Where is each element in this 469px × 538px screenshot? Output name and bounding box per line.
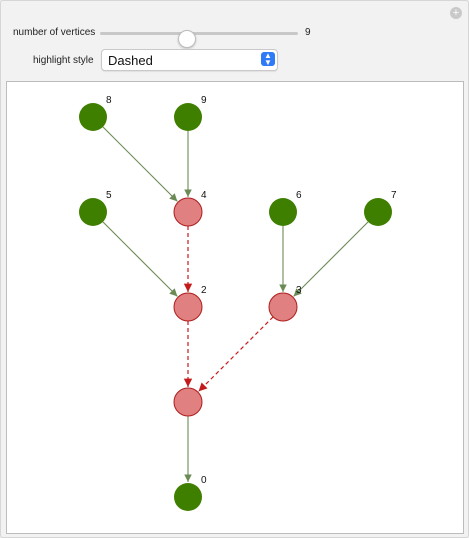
vertices-slider[interactable]	[100, 30, 298, 48]
edge-3-1	[198, 316, 274, 392]
edge-5-2	[102, 221, 178, 297]
graph-canvas: 0 2 3 4 5 6 7 8 9	[6, 81, 464, 534]
node-label-5: 5	[106, 190, 112, 201]
chevron-updown-icon: ▲▼	[261, 52, 275, 67]
graph-node-9	[174, 103, 202, 131]
node-label-7: 7	[391, 190, 397, 201]
plus-icon[interactable]: +	[450, 7, 462, 19]
graph-node-8	[79, 103, 107, 131]
edge-8-4	[102, 126, 178, 202]
node-label-0: 0	[201, 475, 207, 486]
style-label: highlight style	[33, 55, 94, 66]
graph-node-4	[173, 197, 203, 227]
vertices-value: 9	[305, 27, 311, 38]
nodes-layer: 0 2 3 4 5 6 7 8 9	[79, 95, 397, 511]
node-label-4: 4	[201, 190, 207, 201]
node-label-8: 8	[106, 95, 112, 106]
graph-svg: 0 2 3 4 5 6 7 8 9	[79, 95, 397, 511]
vertices-control: number of vertices 9	[13, 27, 453, 48]
node-label-3: 3	[296, 285, 302, 296]
style-control: highlight style Dashed ▲▼	[33, 49, 453, 71]
graph-node-7	[364, 198, 392, 226]
node-label-9: 9	[201, 95, 207, 106]
node-label-6: 6	[296, 190, 302, 201]
graph-node-3	[268, 292, 298, 322]
node-label-2: 2	[201, 285, 207, 296]
style-selected-value: Dashed	[108, 53, 153, 68]
edges-layer	[102, 126, 369, 482]
edge-7-3	[293, 221, 369, 297]
style-select[interactable]: Dashed ▲▼	[101, 49, 278, 71]
graph-node-5	[79, 198, 107, 226]
graph-node-1	[173, 387, 203, 417]
slider-thumb[interactable]	[177, 30, 196, 48]
vertices-label: number of vertices	[13, 27, 96, 38]
graph-node-2	[173, 292, 203, 322]
graph-node-0	[174, 483, 202, 511]
graph-node-6	[269, 198, 297, 226]
